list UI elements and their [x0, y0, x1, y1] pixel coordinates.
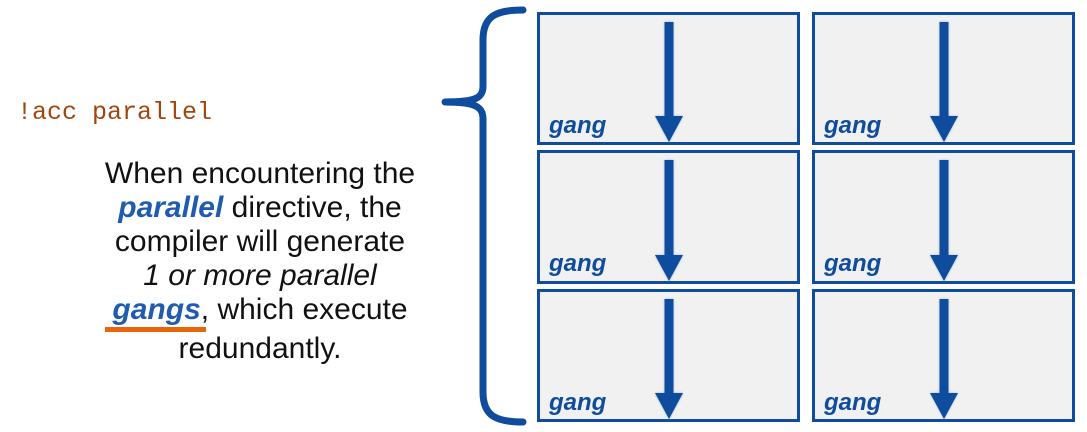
gang-box-4: gang — [812, 150, 1075, 284]
gang-box-3: gang — [537, 150, 800, 284]
gang-box-2: gang — [812, 12, 1075, 146]
curly-brace-path — [441, 6, 527, 426]
arrow-head — [654, 116, 683, 143]
desc-line-1: When encountering the — [104, 157, 416, 190]
gang-label: gang — [824, 111, 882, 139]
gang-label: gang — [824, 388, 882, 416]
arrow-head — [929, 392, 958, 419]
gang-label: gang — [549, 250, 607, 278]
desc-line-5: gangs, which execute — [40, 293, 480, 332]
desc-line-4: 1 or more parallel — [143, 259, 377, 292]
arrow-shaft — [664, 298, 673, 396]
arrow-shaft — [664, 160, 673, 258]
arrow-shaft — [939, 160, 948, 258]
desc-line-2: parallel directive, the — [118, 191, 402, 224]
gang-box-6: gang — [812, 288, 1075, 422]
arrow-head — [654, 254, 683, 281]
gang-label: gang — [549, 388, 607, 416]
arrow-head — [929, 254, 958, 281]
gang-grid: gang gang gang gang gang gang — [537, 12, 1075, 422]
desc-line-6: redundantly. — [178, 332, 342, 365]
arrow-shaft — [939, 298, 948, 396]
arrow-shaft — [664, 22, 673, 120]
curly-brace — [441, 6, 527, 426]
gangs-keyword: gangs — [105, 293, 206, 332]
arrow-shaft — [939, 22, 948, 120]
gang-box-5: gang — [537, 288, 800, 422]
arrow-head — [929, 116, 958, 143]
description-text: When encountering the parallel directive… — [40, 157, 480, 366]
arrow-head — [654, 392, 683, 419]
gang-label: gang — [824, 250, 882, 278]
gang-label: gang — [549, 111, 607, 139]
parallel-keyword: parallel — [118, 191, 224, 224]
acc-parallel-directive: !acc parallel — [17, 98, 213, 127]
gang-box-1: gang — [537, 12, 800, 146]
desc-line-3: compiler will generate — [114, 225, 406, 258]
